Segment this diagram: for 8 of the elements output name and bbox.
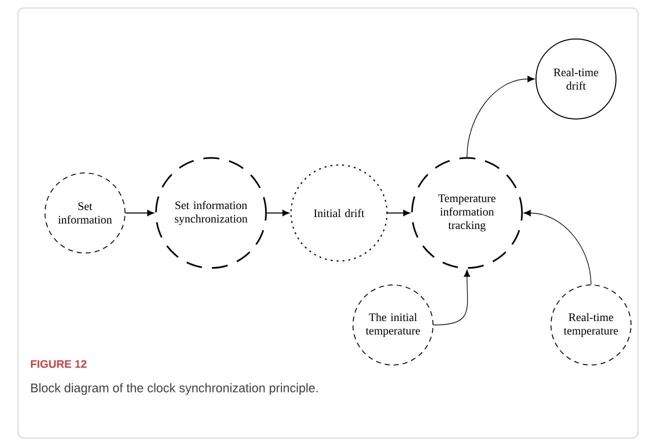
arrow [433,270,470,326]
caption: Block diagram of the clock synchronization principle. [31,383,318,395]
arrow [466,76,535,158]
arrow [524,210,592,285]
arrow [387,210,410,216]
arrow [266,210,290,216]
arrow [124,210,154,216]
figure-number: FIGURE 12 [30,360,86,368]
